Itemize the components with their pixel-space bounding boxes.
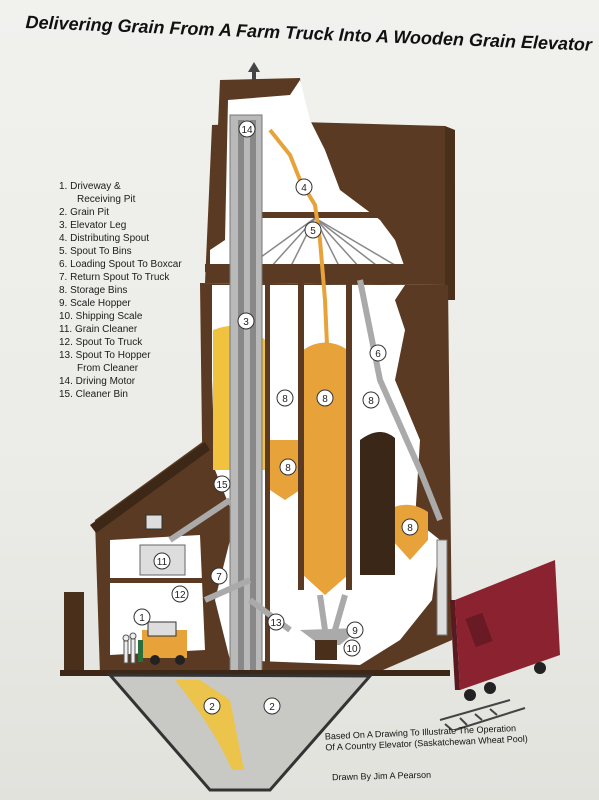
callout-9: 9	[346, 621, 364, 639]
svg-text:15: 15	[216, 480, 228, 491]
grain-stream	[268, 128, 329, 346]
grain-pit	[106, 673, 374, 792]
callout-markers: 14 4 5 3 6 8 8 8 8 8 15 11 7 12 1 13 9 1…	[133, 120, 419, 715]
distributor-spouts	[249, 217, 401, 269]
legend-item: Receiving Pit	[77, 194, 136, 205]
legend-item: 2. Grain Pit	[59, 207, 110, 218]
svg-text:12: 12	[174, 590, 186, 601]
legend-item: 10. Shipping Scale	[59, 311, 143, 322]
svg-text:3: 3	[243, 317, 249, 328]
callout-5: 5	[304, 221, 322, 239]
svg-text:1: 1	[139, 613, 145, 624]
legend-item: 14. Driving Motor	[59, 376, 136, 387]
callout-11: 11	[153, 552, 171, 570]
callout-6: 6	[369, 344, 387, 362]
legend-item: 6. Loading Spout To Boxcar	[59, 259, 182, 270]
legend-item: 5. Spout To Bins	[59, 246, 132, 257]
legend-item: 12. Spout To Truck	[59, 337, 143, 348]
svg-text:2: 2	[209, 702, 215, 713]
svg-text:14: 14	[241, 125, 253, 136]
loading-spout-to-boxcar	[357, 279, 443, 522]
callout-2b: 2	[263, 697, 281, 715]
legend-item: 4. Distributing Spout	[59, 233, 150, 244]
chimney-post	[436, 539, 448, 636]
callout-15: 15	[213, 475, 231, 493]
driveway-floor	[110, 578, 205, 583]
callout-1: 1	[133, 608, 151, 626]
railway-track	[439, 699, 526, 731]
svg-text:8: 8	[322, 394, 328, 405]
shipping-scale	[315, 640, 337, 660]
callout-14: 14	[238, 120, 256, 138]
callout-8a: 8	[276, 389, 294, 407]
callout-13: 13	[267, 613, 285, 631]
legend-item: 15. Cleaner Bin	[59, 389, 128, 400]
svg-text:2: 2	[269, 702, 275, 713]
legend-item: 1. Driveway &	[59, 181, 121, 192]
svg-text:8: 8	[282, 394, 288, 405]
shed-roof	[90, 442, 210, 533]
svg-text:13: 13	[270, 618, 282, 629]
legend-item: 9. Scale Hopper	[59, 298, 131, 309]
pit-grain	[175, 680, 244, 770]
bin-floor-beam	[205, 264, 417, 272]
boxcar	[450, 560, 560, 701]
svg-text:11: 11	[157, 557, 168, 568]
svg-text:4: 4	[301, 183, 307, 194]
svg-text:9: 9	[352, 626, 358, 637]
svg-text:5: 5	[310, 226, 316, 237]
callout-7: 7	[210, 567, 228, 585]
callout-8c: 8	[362, 391, 380, 409]
legend-item: 3. Elevator Leg	[59, 220, 127, 231]
svg-text:8: 8	[368, 396, 374, 407]
legend-item: 8. Storage Bins	[59, 285, 128, 296]
svg-text:10: 10	[346, 644, 358, 655]
svg-text:6: 6	[375, 349, 381, 360]
callout-2a: 2	[203, 697, 221, 715]
callout-8b: 8	[316, 389, 334, 407]
farm-truck	[138, 621, 187, 665]
legend-item: 11. Grain Cleaner	[59, 324, 138, 335]
person-figures	[122, 632, 137, 664]
roof-vent-icon	[248, 62, 260, 80]
office-window	[145, 514, 163, 530]
svg-text:8: 8	[407, 523, 413, 534]
callout-8d: 8	[279, 458, 297, 476]
legend-item: From Cleaner	[77, 363, 139, 374]
callout-8e: 8	[401, 518, 419, 536]
ground-line	[60, 670, 450, 676]
callout-10: 10	[343, 639, 361, 657]
legend: 1. Driveway & Receiving Pit 2. Grain Pit…	[59, 180, 219, 401]
callout-3: 3	[237, 312, 255, 330]
elevator-leg	[229, 114, 263, 771]
legend-item: 13. Spout To Hopper	[59, 350, 151, 361]
annex-wall	[445, 126, 455, 300]
office-door	[64, 592, 84, 672]
callout-12: 12	[171, 585, 189, 603]
svg-text:8: 8	[285, 463, 291, 474]
svg-text:7: 7	[216, 572, 222, 583]
legend-item: 7. Return Spout To Truck	[59, 272, 170, 283]
callout-4: 4	[295, 178, 313, 196]
